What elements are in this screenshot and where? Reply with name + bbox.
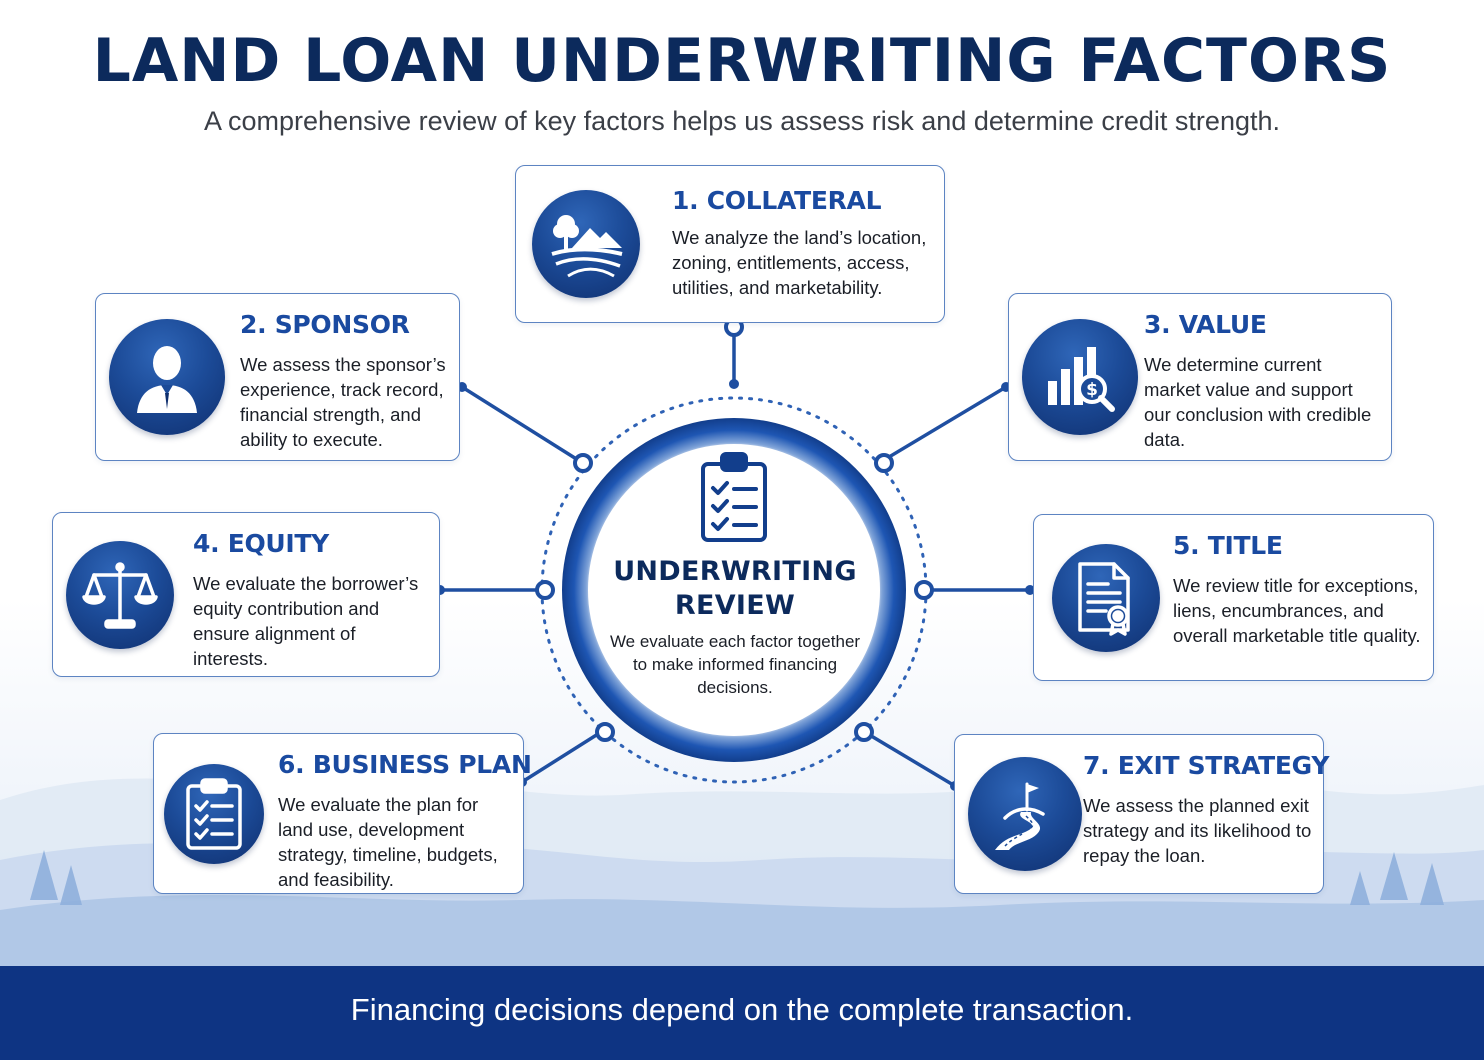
scales-icon bbox=[66, 540, 174, 649]
card-title: 4. EQUITY bbox=[193, 529, 329, 558]
center-title: UNDERWRITING REVIEW bbox=[613, 556, 857, 621]
card-description: We determine current market value and su… bbox=[1144, 354, 1372, 450]
factor-card-business-plan: 6. BUSINESS PLAN We evaluate the plan fo… bbox=[153, 733, 532, 894]
card-title: 2. SPONSOR bbox=[240, 310, 410, 339]
card-description: We review title for exceptions, liens, e… bbox=[1173, 575, 1421, 646]
person-icon bbox=[109, 319, 225, 435]
clipboard-checklist-icon bbox=[701, 452, 767, 542]
factor-card-sponsor: 2. SPONSOR We assess the sponsor’s exper… bbox=[95, 293, 460, 461]
card-title: 1. COLLATERAL bbox=[672, 186, 882, 215]
page-subtitle: A comprehensive review of key factors he… bbox=[204, 106, 1280, 136]
card-title: 7. EXIT STRATEGY bbox=[1083, 751, 1330, 780]
card-title: 3. VALUE bbox=[1144, 310, 1267, 339]
card-description: We evaluate the plan for land use, devel… bbox=[278, 794, 498, 890]
card-description: We analyze the land’s location, zoning, … bbox=[672, 227, 927, 298]
card-description: We evaluate the borrower’s equity contri… bbox=[193, 573, 419, 669]
page-title: LAND LOAN UNDERWRITING FACTORS bbox=[92, 26, 1392, 96]
factor-card-value: $ 3. VALUE We determine current market v… bbox=[1008, 293, 1392, 461]
factor-card-title: 5. TITLE We review title for exceptions,… bbox=[1033, 514, 1434, 681]
factor-card-exit-strategy: 7. EXIT STRATEGY We assess the planned e… bbox=[954, 734, 1329, 894]
card-description: We assess the sponsor’s experience, trac… bbox=[240, 354, 446, 450]
svg-text:$: $ bbox=[1086, 380, 1098, 400]
card-title: 5. TITLE bbox=[1173, 531, 1283, 560]
road-flag-icon bbox=[968, 757, 1082, 871]
clipboard-icon bbox=[164, 763, 264, 864]
card-title: 6. BUSINESS PLAN bbox=[278, 750, 532, 779]
card-description: We assess the planned exit strategy and … bbox=[1083, 795, 1312, 866]
factor-card-collateral: 1. COLLATERAL We analyze the land’s loca… bbox=[515, 165, 945, 323]
bar-chart-magnifier-icon: $ bbox=[1022, 319, 1138, 435]
center-description: We evaluate each factor together to make… bbox=[609, 632, 861, 697]
footer-text: Financing decisions depend on the comple… bbox=[350, 992, 1134, 1027]
certificate-document-icon bbox=[1052, 543, 1160, 652]
landscape-icon bbox=[532, 190, 640, 298]
footer-banner: Financing decisions depend on the comple… bbox=[0, 966, 1484, 1060]
factor-card-equity: 4. EQUITY We evaluate the borrower’s equ… bbox=[52, 512, 440, 677]
